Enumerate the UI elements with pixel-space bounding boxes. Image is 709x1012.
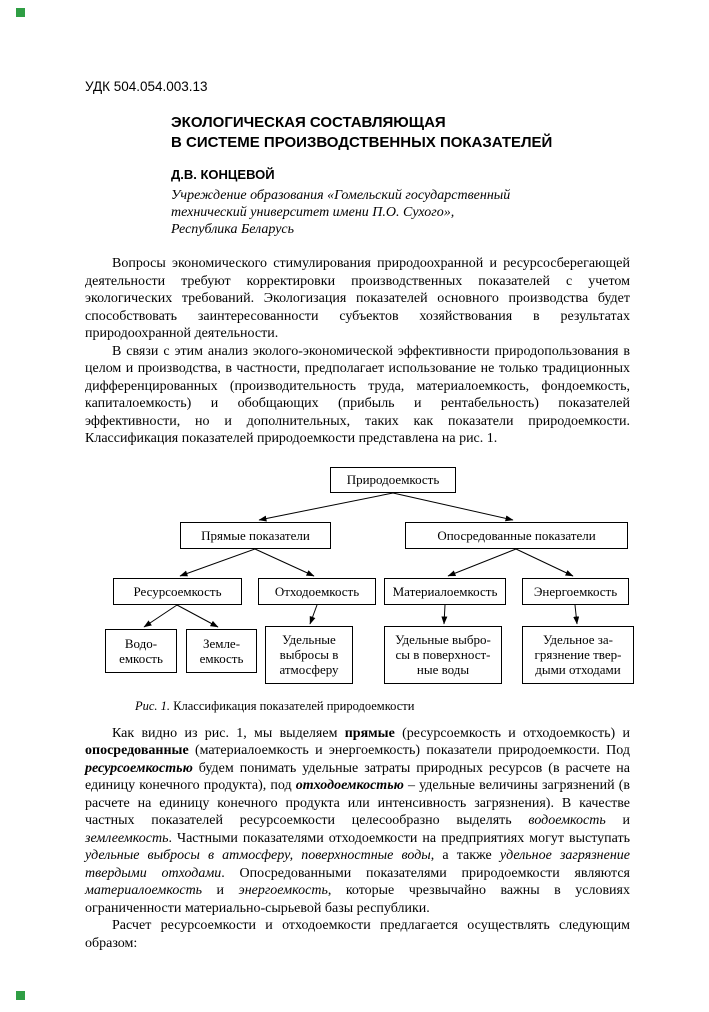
node-prirodoemkost: Природоемкость (330, 466, 456, 493)
article-header: ЭКОЛОГИЧЕСКАЯ СОСТАВЛЯЮЩАЯ В СИСТЕМЕ ПРО… (85, 113, 630, 239)
node-land-intensity: Земле- емкость (186, 628, 257, 673)
figure-caption-label: Рис. 1. (135, 698, 171, 713)
node-waste-intensity: Отходоемкость (258, 577, 376, 605)
page-marker-bottom (16, 991, 25, 1000)
author-name: Д.В. КОНЦЕВОЙ (171, 166, 275, 182)
article-title: ЭКОЛОГИЧЕСКАЯ СОСТАВЛЯЮЩАЯ В СИСТЕМЕ ПРО… (171, 113, 630, 153)
node-resource-intensity: Ресурсоемкость (113, 577, 242, 605)
node-energy-intensity: Энергоемкость (522, 577, 629, 605)
node-direct-indicators: Прямые показатели (180, 521, 331, 549)
node-indirect-indicators: Опосредованные показатели (405, 521, 628, 549)
affiliation-line-2: технический университет имени П.О. Сухог… (171, 205, 455, 220)
paragraph-calculation: Расчет ресурсоемкости и отходоемкости пр… (85, 918, 630, 951)
affiliation-line-3: Республика Беларусь (171, 222, 295, 237)
page-marker-top (16, 8, 25, 17)
node-solid-waste-pollution: Удельное за- грязнение твер- дыми отхода… (522, 625, 634, 684)
node-water-intensity: Водо- емкость (105, 628, 177, 673)
title-line-2: В СИСТЕМЕ ПРОИЗВОДСТВЕННЫХ ПОКАЗАТЕЛЕЙ (171, 133, 553, 151)
affiliation: Учреждение образования «Гомельский госуд… (171, 187, 630, 238)
node-air-emissions: Удельные выбросы в атмосферу (265, 625, 353, 684)
paragraph-intro: Вопросы экономического стимулирования пр… (85, 256, 630, 341)
paragraph-analysis: В связи с этим анализ эколого-экономичес… (85, 343, 630, 447)
node-material-intensity: Материалоемкость (384, 577, 506, 605)
paragraph-classification: Как видно из рис. 1, мы выделяем прямые … (85, 725, 631, 916)
connector-lines (143, 492, 580, 627)
figure-1-flowchart: Природоемкость Прямые показатели Опосред… (85, 465, 637, 687)
title-line-1: ЭКОЛОГИЧЕСКАЯ СОСТАВЛЯЮЩАЯ (171, 113, 446, 131)
node-surface-water-emissions: Удельные выбро- сы в поверхност- ные вод… (384, 625, 502, 684)
udc-number: УДК 504.054.003.13 (85, 79, 208, 94)
figure-caption-text: Классификация показателей природоемкости (170, 698, 415, 713)
figure-caption: Рис. 1. Классификация показателей природ… (135, 699, 630, 714)
affiliation-line-1: Учреждение образования «Гомельский госуд… (171, 188, 511, 203)
